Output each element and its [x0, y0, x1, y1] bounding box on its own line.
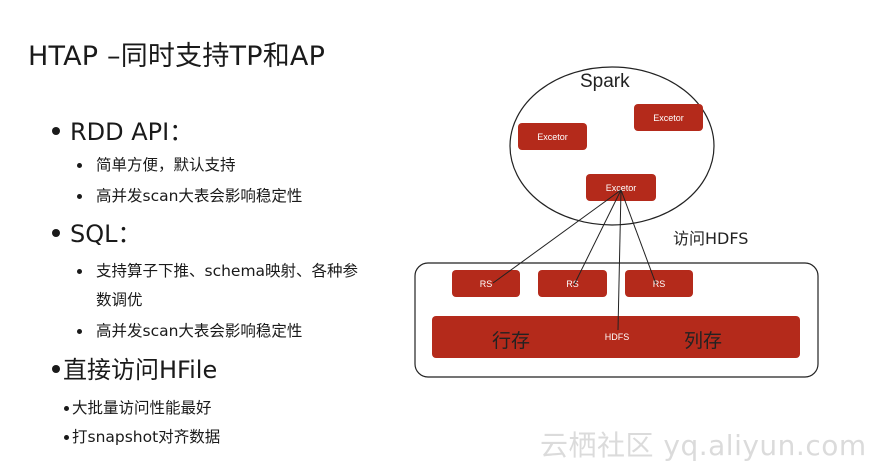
hbase-cluster: [414, 262, 819, 378]
executor-node: [518, 123, 587, 150]
access-hdfs-label: 访问HDFS: [673, 229, 748, 248]
row-store-label: 行存: [492, 330, 530, 352]
region-server-node: [625, 270, 693, 297]
list-item: 高并发scan大表会影响稳定性: [77, 318, 302, 344]
bullet-icon: [52, 365, 60, 373]
bullet-icon: [52, 229, 60, 237]
spark-label: Spark: [580, 71, 630, 92]
list-item: 大批量访问性能最好: [64, 395, 212, 421]
list-item: 支持算子下推、schema映射、各种参: [77, 258, 358, 284]
connection-line: [620, 189, 657, 285]
list-item: 简单方便，默认支持: [77, 152, 236, 178]
bullet-icon: [77, 329, 82, 334]
list-item: 打snapshot对齐数据: [64, 424, 220, 450]
heading-direct-hfile: 直接访问HFile: [52, 356, 217, 384]
executor-label: Excetor: [606, 183, 637, 193]
bullet-icon: [52, 127, 60, 135]
hdfs-label: HDFS: [605, 332, 630, 342]
bullet-icon: [64, 406, 69, 411]
executor-node: [634, 104, 703, 131]
connection-line: [573, 189, 622, 286]
list-item-continuation: 数调优: [96, 291, 143, 309]
executor-label: Excetor: [653, 113, 684, 123]
executor-label: Excetor: [537, 132, 568, 142]
watermark: 云栖社区 yq.aliyun.com: [540, 429, 867, 462]
spark-cluster: [509, 66, 715, 226]
bullet-icon: [64, 435, 69, 440]
bullet-icon: [77, 269, 82, 274]
heading-sql: SQL：: [52, 220, 142, 248]
column-store-label: 列存: [684, 330, 722, 352]
rs-label: RS: [480, 279, 493, 289]
hdfs-storage: [432, 316, 800, 358]
bullet-icon: [77, 163, 82, 168]
connection-line: [492, 189, 622, 284]
heading-rdd-api: RDD API：: [52, 118, 193, 146]
connection-line: [617, 189, 622, 331]
slide-title: HTAP –同时支持TP和AP: [28, 41, 326, 72]
bullet-icon: [77, 194, 82, 199]
executor-node: [586, 174, 656, 201]
rs-label: RS: [566, 279, 579, 289]
rs-label: RS: [653, 279, 666, 289]
region-server-node: [538, 270, 607, 297]
region-server-node: [452, 270, 520, 297]
list-item: 高并发scan大表会影响稳定性: [77, 183, 302, 209]
